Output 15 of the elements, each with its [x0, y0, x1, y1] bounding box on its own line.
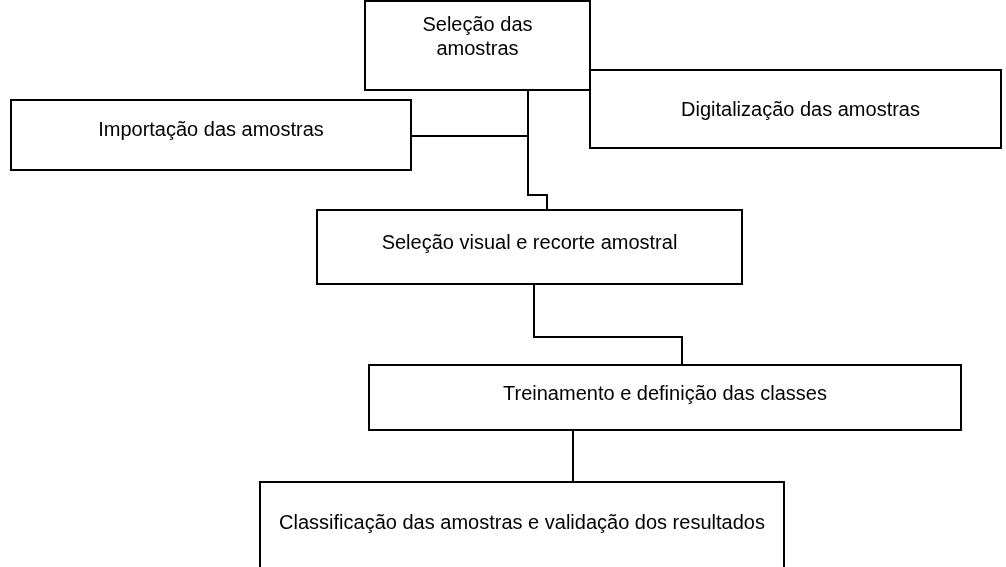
box-label: Classificação das amostras e validação dos resultados [279, 510, 765, 534]
process-box [364, 0, 591, 91]
box-label: Importação das amostras [98, 117, 324, 141]
connector-line [572, 430, 574, 482]
box-label: Treinamento e definição das classes [503, 380, 827, 405]
connector-line [533, 284, 683, 365]
box-label: Seleção das amostras [421, 11, 534, 60]
process-box [316, 209, 743, 285]
process-box [589, 69, 1002, 149]
box-label: Digitalização das amostras [681, 97, 920, 121]
process-box [368, 364, 962, 431]
box-label: Seleção visual e recorte amostral [381, 230, 678, 254]
process-box [259, 481, 785, 567]
connector-line [411, 135, 548, 210]
process-box [10, 99, 412, 171]
